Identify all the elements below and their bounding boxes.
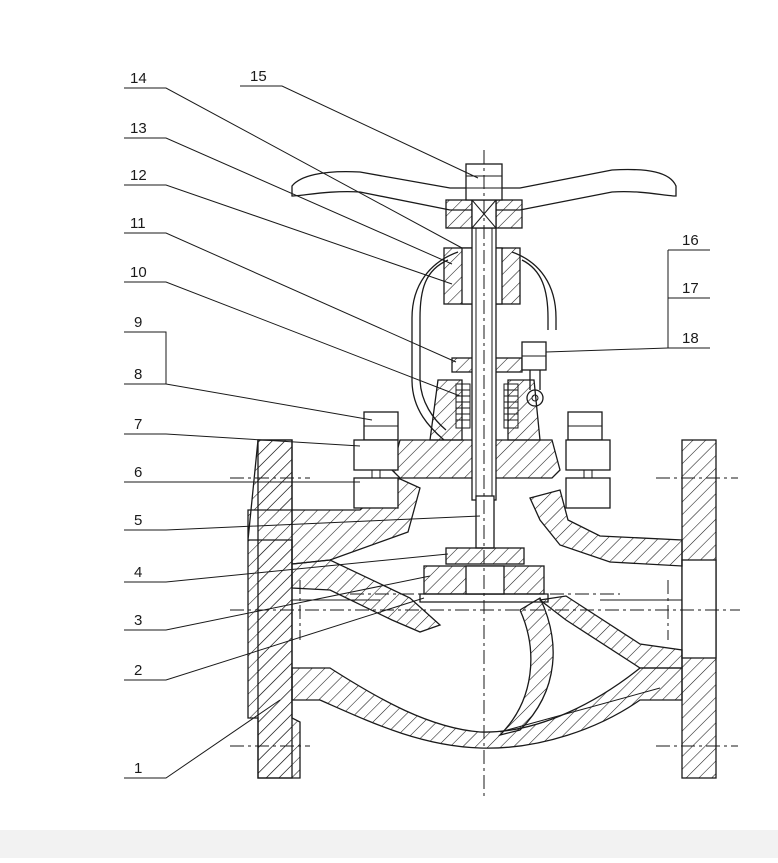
callout-11: 11 [130, 215, 146, 232]
callout-6: 6 [134, 464, 142, 481]
callout-1: 1 [134, 760, 142, 777]
callout-12: 12 [130, 167, 147, 184]
leader-lines [124, 85, 710, 779]
callout-18: 18 [682, 330, 699, 347]
body-bottom-wall [291, 667, 683, 749]
footer-bar [0, 830, 778, 858]
body-inlet-diaphragm [291, 559, 442, 633]
body-seat-bridge [497, 597, 554, 737]
right-flange-bore [681, 559, 717, 659]
bonnet-bolts [353, 411, 611, 509]
callout-5: 5 [134, 512, 142, 529]
callout-9: 9 [134, 314, 142, 331]
body-outlet-wall [538, 595, 683, 669]
yoke-left-arm [411, 251, 459, 441]
stem-lower [475, 495, 495, 549]
callout-8: 8 [134, 366, 142, 383]
callout-15: 15 [250, 68, 267, 85]
callout-labels: 14 15 13 12 11 10 9 8 7 6 5 4 3 2 1 16 1… [130, 68, 699, 777]
callout-17: 17 [682, 280, 699, 297]
left-flange-plate [257, 439, 293, 779]
bolt-left-nut [353, 439, 399, 471]
callout-3: 3 [134, 612, 142, 629]
disc-holder [445, 547, 525, 565]
callout-2: 2 [134, 662, 142, 679]
bolt-right-nut [565, 439, 611, 471]
packing [455, 383, 471, 429]
callout-14: 14 [130, 70, 147, 87]
callout-10: 10 [130, 264, 147, 281]
callout-16: 16 [682, 232, 699, 249]
yoke-right-arm [511, 251, 557, 330]
handwheel [291, 168, 677, 211]
body-upper-right-wall [529, 489, 683, 567]
gland-eyebolt-pin [526, 389, 544, 407]
callout-7: 7 [134, 416, 142, 433]
callout-4: 4 [134, 564, 142, 581]
center-lines [230, 150, 740, 800]
callout-13: 13 [130, 120, 147, 137]
